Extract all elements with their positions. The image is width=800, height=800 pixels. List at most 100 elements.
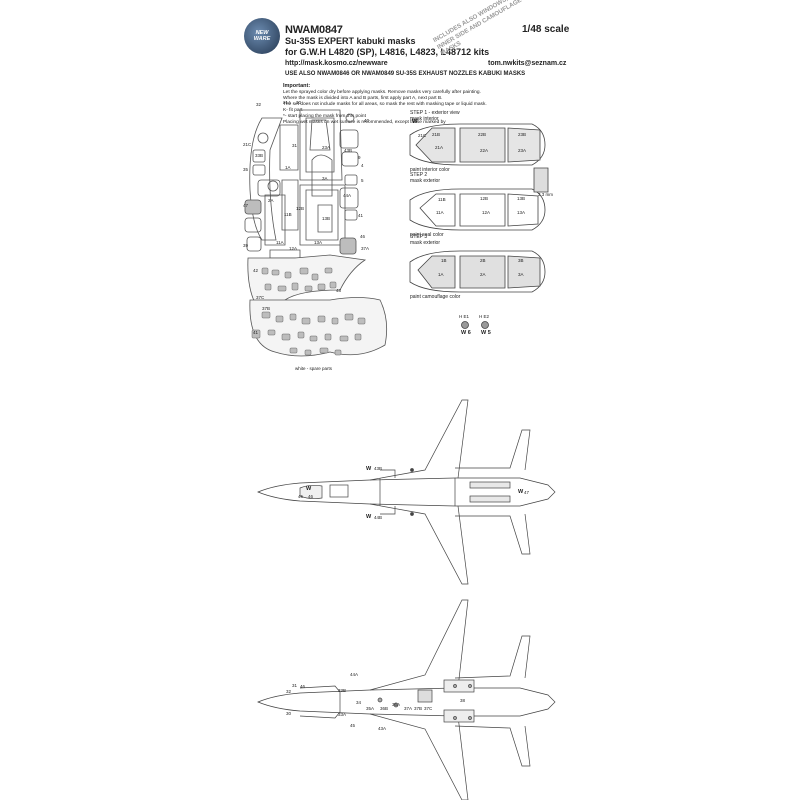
email-address: tom.nwkits@seznam.cz (488, 60, 567, 67)
part-number: 12B (296, 206, 305, 211)
bottom-part-label: 44A (350, 672, 359, 677)
part-number: 47 (243, 203, 249, 208)
exhaust-w2: W 5 (481, 330, 491, 336)
part-number: 41 (358, 213, 364, 218)
wet-mark: W (518, 489, 524, 495)
part-number: 41 (253, 330, 259, 335)
bottom-part-label: 33B (338, 688, 347, 693)
part-number: 33B (255, 153, 264, 158)
part-number: 43B (344, 148, 353, 153)
wet-mark: W (366, 514, 372, 520)
part-number: 37B (262, 306, 271, 311)
step-2-sub: mask exterior (410, 178, 441, 184)
part-number: 37A (361, 246, 370, 251)
step-3-part: 3B (518, 258, 524, 263)
step-2-part: 13A (517, 210, 526, 215)
instruction-line: K- fit part (283, 108, 303, 113)
bottom-part-label: 37B (414, 706, 423, 711)
step-1-caption: paint interior color (410, 167, 450, 173)
part-number: 44A (343, 193, 352, 198)
bottom-part-label: 34 (356, 700, 362, 705)
step-2-part: 13B (517, 196, 526, 201)
part-number: 11A (276, 240, 284, 245)
step-1-part: 23B (518, 132, 527, 137)
step-2-caption: paint seal color (410, 232, 444, 238)
part-number: 48 (336, 288, 342, 293)
wet-mark: W (412, 119, 418, 125)
bottom-part-label: 45 (350, 723, 356, 728)
part-number: 5 (361, 178, 364, 183)
step-3-part: 1A (438, 272, 444, 277)
step-2-title: STEP 2 (410, 172, 428, 178)
part-number: 13B (322, 216, 331, 221)
kabuki-mask-sheet (244, 109, 388, 357)
top-part-label: 47 (524, 490, 530, 495)
part-number: 42 (253, 268, 259, 273)
bottom-part-label: 36A (392, 702, 401, 707)
step-2-part: 11A (436, 210, 444, 215)
part-number: 40 (364, 118, 370, 123)
logo-text: NEW WARE (253, 30, 271, 42)
step-2-part: 11B (438, 197, 446, 202)
part-number: 39 (243, 243, 249, 248)
part-number: 37C (256, 295, 265, 300)
step-2-part: 12B (480, 196, 489, 201)
step-3-caption: paint camouflage color (410, 294, 461, 300)
part-number: 1A (285, 165, 291, 170)
step-3-part: 2B (480, 258, 486, 263)
instructions-heading: Important: (283, 83, 311, 89)
step-3-sub: mask exterior (410, 240, 441, 246)
step-3-part: 1B (441, 258, 447, 263)
part-number: 11B (284, 212, 292, 217)
bottom-part-label: 33A (338, 712, 347, 717)
part-number: 21C (243, 142, 252, 147)
part-number: 23A (322, 145, 331, 150)
exhaust-w1: W 6 (461, 330, 471, 336)
product-subtitle: for G.W.H L4820 (SP), L4816, L4823, L487… (285, 47, 490, 57)
part-number: 32 (256, 102, 262, 107)
instruction-line: Let the sprayed color dry before applyin… (283, 90, 481, 95)
part-number: 21A (283, 100, 292, 105)
product-code: NWAM0847 (285, 24, 343, 36)
step-3-part: 2A (480, 272, 486, 277)
part-number: 4 (361, 163, 364, 168)
step-1-part: 23A (518, 148, 527, 153)
instruction-line: The set does not include masks for all a… (283, 102, 487, 107)
part-number: 13A (314, 240, 323, 245)
step-1-sub: mask interior (410, 116, 439, 122)
part-number: 3A (322, 176, 328, 181)
website-url: http://mask.kosmo.cz/newware (285, 60, 388, 67)
step-1-part: 22A (480, 148, 489, 153)
top-part-label: 43B (374, 466, 383, 471)
step-1-part: 21C (418, 133, 427, 138)
wet-mark: W (306, 486, 312, 492)
bottom-part-label: 37A (404, 706, 413, 711)
step-2-part: 12A (482, 210, 491, 215)
bottom-part-label: 31 (292, 683, 298, 688)
step-1-part: 21B (432, 132, 441, 137)
exhaust-e2-label: H E2 (479, 314, 490, 319)
product-title: Su-35S EXPERT kabuki masks (285, 36, 416, 46)
bottom-part-label: 37C (424, 706, 433, 711)
scale-label: 1/48 scale (522, 24, 570, 35)
step-canopies (409, 123, 549, 329)
part-number: 35 (243, 167, 249, 172)
step-1-title: STEP 1 - exterior view (410, 110, 460, 116)
bottom-part-label: 32 (286, 689, 292, 694)
bottom-part-label: 36B (380, 706, 389, 711)
instruction-line: Where the mask is divided into A and B p… (283, 96, 443, 101)
dimension-label: 3.3 mm (538, 192, 554, 197)
instruction-line: *- start placing the mask from this poin… (283, 114, 366, 119)
top-part-label: 44B (374, 515, 383, 520)
bottom-part-label: 38 (460, 698, 466, 703)
bottom-part-label: 46 (300, 684, 306, 689)
bottom-view-aircraft (257, 599, 556, 800)
spare-parts-caption: white - spare parts (295, 366, 333, 371)
part-number: 9 (358, 155, 361, 160)
step-3-title: STEP 3 (410, 234, 428, 240)
bottom-part-label: 43A (378, 726, 387, 731)
part-number: 46 (360, 234, 366, 239)
part-number: 31 (292, 143, 298, 148)
